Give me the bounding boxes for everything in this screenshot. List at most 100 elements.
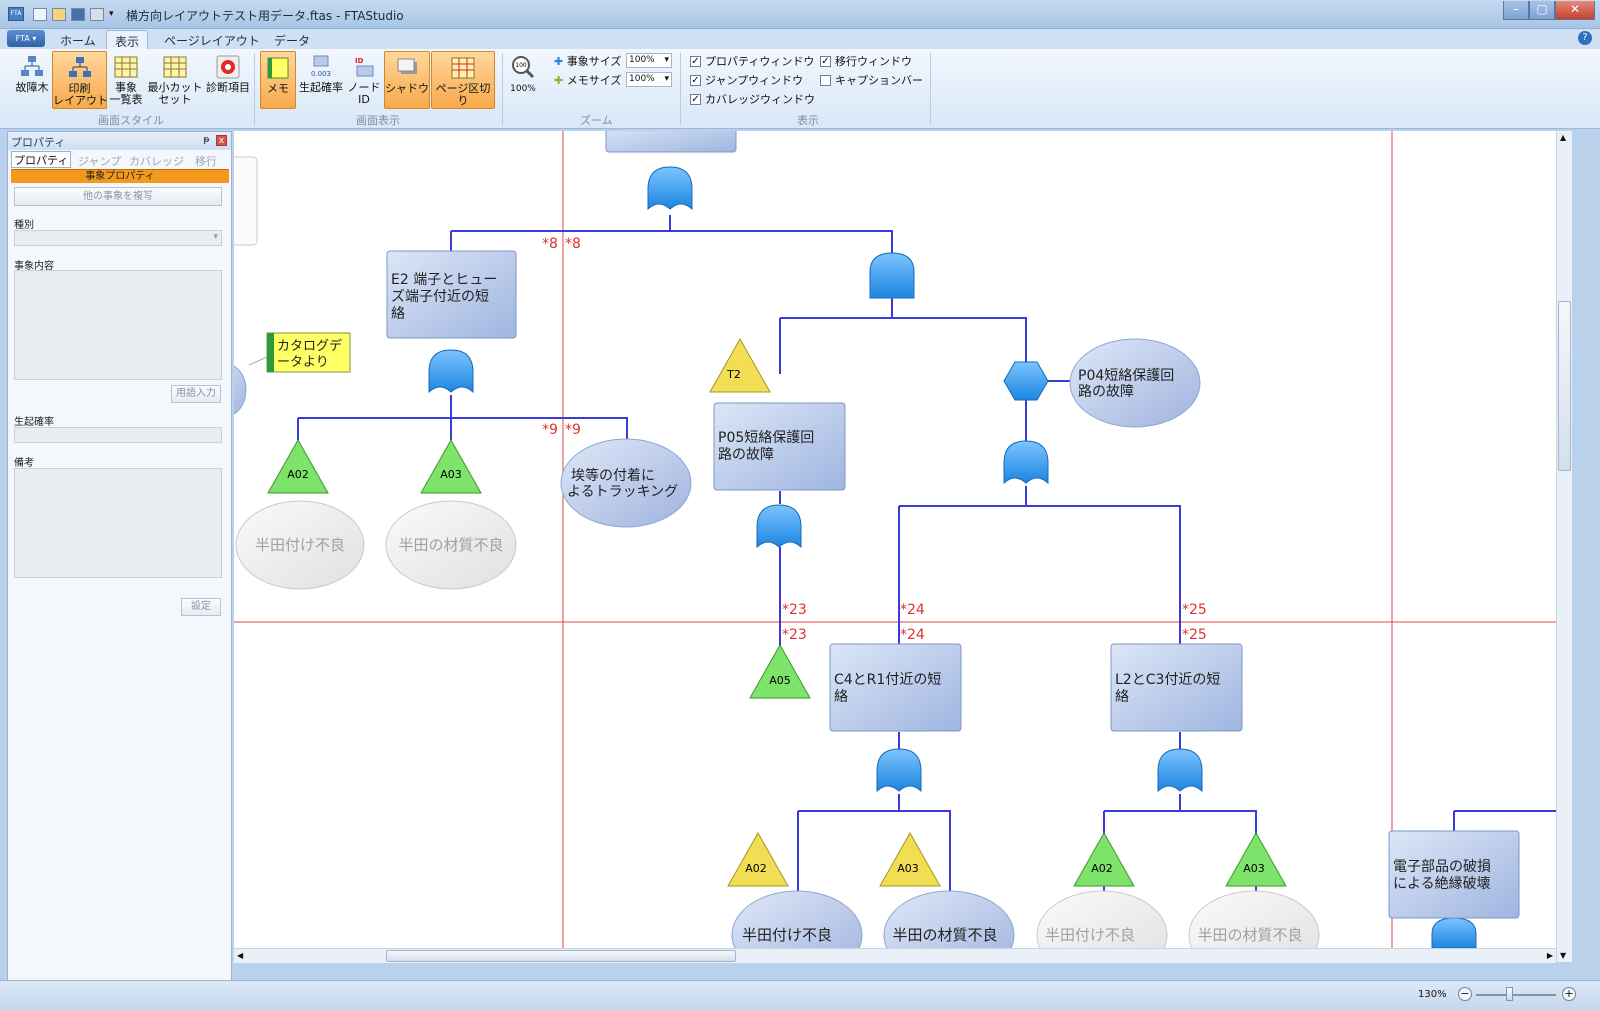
ellipse-handa1[interactable] bbox=[235, 500, 365, 590]
page-break-toggle-button[interactable]: ページ区切り bbox=[431, 51, 495, 109]
probability-input[interactable] bbox=[14, 427, 222, 443]
save-icon[interactable] bbox=[71, 8, 85, 21]
transfer-triangle-a02[interactable] bbox=[267, 438, 329, 494]
memo-size-combo[interactable]: 100%▾ bbox=[626, 72, 672, 87]
or-gate-icon[interactable] bbox=[647, 166, 693, 211]
close-pane-icon[interactable]: x bbox=[216, 135, 227, 146]
set-button[interactable]: 設定 bbox=[181, 598, 221, 616]
tab-data[interactable]: データ bbox=[274, 34, 311, 48]
ellipse-handa6[interactable] bbox=[1188, 890, 1320, 948]
cross-ref[interactable]: *24 bbox=[900, 627, 925, 643]
transfer-triangle-a03-yellow[interactable] bbox=[879, 831, 941, 887]
ellipse-dust[interactable] bbox=[560, 438, 692, 528]
minimize-button[interactable]: – bbox=[1503, 1, 1529, 20]
help-icon[interactable]: ? bbox=[1578, 31, 1592, 45]
shadow-toggle-button[interactable]: シャドウ bbox=[384, 51, 430, 109]
tab-view[interactable]: 表示 bbox=[106, 30, 149, 49]
transfer-triangle-a05[interactable] bbox=[749, 643, 811, 699]
diagnosis-items-button[interactable]: 診断項目 bbox=[205, 51, 251, 109]
close-button[interactable]: ✕ bbox=[1555, 1, 1595, 20]
transfer-triangle-t2[interactable] bbox=[709, 337, 771, 393]
coverage-window-checkbox[interactable]: ✓カバレッジウィンドウ bbox=[690, 91, 815, 107]
ellipse-p04[interactable] bbox=[1069, 338, 1201, 428]
property-window-checkbox[interactable]: ✓プロパティウィンドウ bbox=[690, 53, 814, 69]
term-input-button[interactable]: 用語入力 bbox=[171, 385, 221, 403]
min-cut-set-button[interactable]: 最小カット セット bbox=[146, 51, 204, 109]
event-list-button[interactable]: 事象 一覧表 bbox=[108, 51, 144, 109]
inhibit-gate-icon[interactable] bbox=[1003, 361, 1049, 401]
offscreen-ellipse[interactable] bbox=[234, 364, 247, 416]
and-gate-icon[interactable] bbox=[869, 252, 915, 299]
cross-ref[interactable]: *25 bbox=[1182, 602, 1207, 618]
ellipse-handa4[interactable] bbox=[883, 890, 1015, 948]
caption-bar-checkbox[interactable]: キャプションバー bbox=[820, 72, 923, 88]
or-gate-icon[interactable] bbox=[428, 349, 474, 394]
event-box-c4[interactable] bbox=[829, 643, 962, 732]
cross-ref[interactable]: *8 bbox=[542, 236, 558, 252]
new-file-icon[interactable] bbox=[33, 8, 47, 21]
transfer-triangle-a02-yellow[interactable] bbox=[727, 831, 789, 887]
or-gate-icon[interactable] bbox=[876, 748, 922, 793]
event-box-denshi[interactable] bbox=[1388, 830, 1520, 919]
probability-toggle-button[interactable]: 0.003 生起確率 bbox=[298, 51, 344, 109]
remarks-textarea[interactable] bbox=[14, 468, 222, 578]
fault-tree-button[interactable]: 故障木 bbox=[12, 51, 52, 109]
offscreen-box[interactable] bbox=[234, 156, 258, 246]
node-id-toggle-button[interactable]: ID ノードID bbox=[346, 51, 382, 109]
cross-ref[interactable]: *23 bbox=[782, 627, 807, 643]
ellipse-handa5[interactable] bbox=[1036, 890, 1168, 948]
quick-access-dropdown-icon[interactable]: ▾ bbox=[109, 9, 114, 19]
or-gate-icon[interactable] bbox=[1157, 748, 1203, 793]
tab-coverage[interactable]: カバレッジ bbox=[129, 155, 184, 168]
copy-other-event-button[interactable]: 他の事象を複写 bbox=[14, 187, 222, 206]
zoom-in-button[interactable]: + bbox=[1562, 987, 1576, 1001]
top-event-box[interactable] bbox=[605, 131, 737, 153]
maximize-button[interactable]: ▢ bbox=[1529, 1, 1555, 20]
print-icon[interactable] bbox=[90, 8, 104, 21]
vertical-scrollbar[interactable]: ▲ ▼ bbox=[1556, 131, 1572, 962]
diagram-canvas[interactable]: E2 端子とヒュー ズ端子付近の短 絡 P05短絡保護回 路の故障 C4とR1付… bbox=[234, 131, 1556, 948]
zoom-button[interactable]: 100 100% bbox=[508, 51, 538, 109]
cross-ref[interactable]: *9 bbox=[565, 422, 581, 438]
print-layout-button[interactable]: 印刷 レイアウト bbox=[52, 51, 108, 109]
horizontal-scroll-thumb[interactable] bbox=[386, 950, 736, 962]
scroll-right-icon[interactable]: ▶ bbox=[1546, 951, 1553, 960]
transfer-triangle-a02-green[interactable] bbox=[1073, 831, 1135, 887]
or-gate-icon[interactable] bbox=[756, 504, 802, 549]
zoom-slider[interactable] bbox=[1476, 994, 1556, 996]
memo-note[interactable]: カタログデ ータより bbox=[266, 332, 351, 373]
cross-ref[interactable]: *25 bbox=[1182, 627, 1207, 643]
tab-property[interactable]: プロパティ bbox=[11, 151, 72, 168]
scroll-left-icon[interactable]: ◀ bbox=[237, 951, 244, 960]
tab-home[interactable]: ホーム bbox=[60, 34, 96, 48]
cross-ref[interactable]: *24 bbox=[900, 602, 925, 618]
scroll-up-icon[interactable]: ▲ bbox=[1560, 133, 1567, 142]
zoom-slider-thumb[interactable] bbox=[1506, 987, 1513, 1001]
tab-transfer[interactable]: 移行 bbox=[195, 155, 217, 168]
jump-window-checkbox[interactable]: ✓ジャンプウィンドウ bbox=[690, 72, 803, 88]
tab-jump[interactable]: ジャンプ bbox=[78, 155, 122, 168]
transfer-window-checkbox[interactable]: ✓移行ウィンドウ bbox=[820, 53, 912, 69]
event-box-e2[interactable] bbox=[386, 250, 517, 339]
zoom-out-button[interactable]: − bbox=[1458, 987, 1472, 1001]
type-select[interactable]: ▾ bbox=[14, 230, 222, 246]
horizontal-scrollbar[interactable]: ◀ ▶ bbox=[234, 948, 1556, 963]
ellipse-handa3[interactable] bbox=[731, 890, 863, 948]
cross-ref[interactable]: *23 bbox=[782, 602, 807, 618]
open-folder-icon[interactable] bbox=[52, 8, 66, 21]
memo-toggle-button[interactable]: メモ bbox=[260, 51, 296, 109]
event-box-p05[interactable] bbox=[713, 402, 846, 491]
pin-icon[interactable]: ᵽ bbox=[203, 135, 210, 145]
scroll-down-icon[interactable]: ▼ bbox=[1560, 951, 1567, 960]
event-size-combo[interactable]: 100%▾ bbox=[626, 53, 672, 68]
file-menu-button[interactable]: FTA ▾ bbox=[7, 30, 45, 47]
transfer-triangle-a03-green[interactable] bbox=[1225, 831, 1287, 887]
tab-page-layout[interactable]: ページレイアウト bbox=[164, 34, 260, 48]
vertical-scroll-thumb[interactable] bbox=[1558, 301, 1571, 471]
ellipse-handa2[interactable] bbox=[385, 500, 517, 590]
app-icon[interactable]: FTA bbox=[8, 7, 24, 21]
or-gate-icon[interactable] bbox=[1003, 440, 1049, 485]
cross-ref[interactable]: *9 bbox=[542, 422, 558, 438]
event-box-l2[interactable] bbox=[1110, 643, 1243, 732]
cross-ref[interactable]: *8 bbox=[565, 236, 581, 252]
